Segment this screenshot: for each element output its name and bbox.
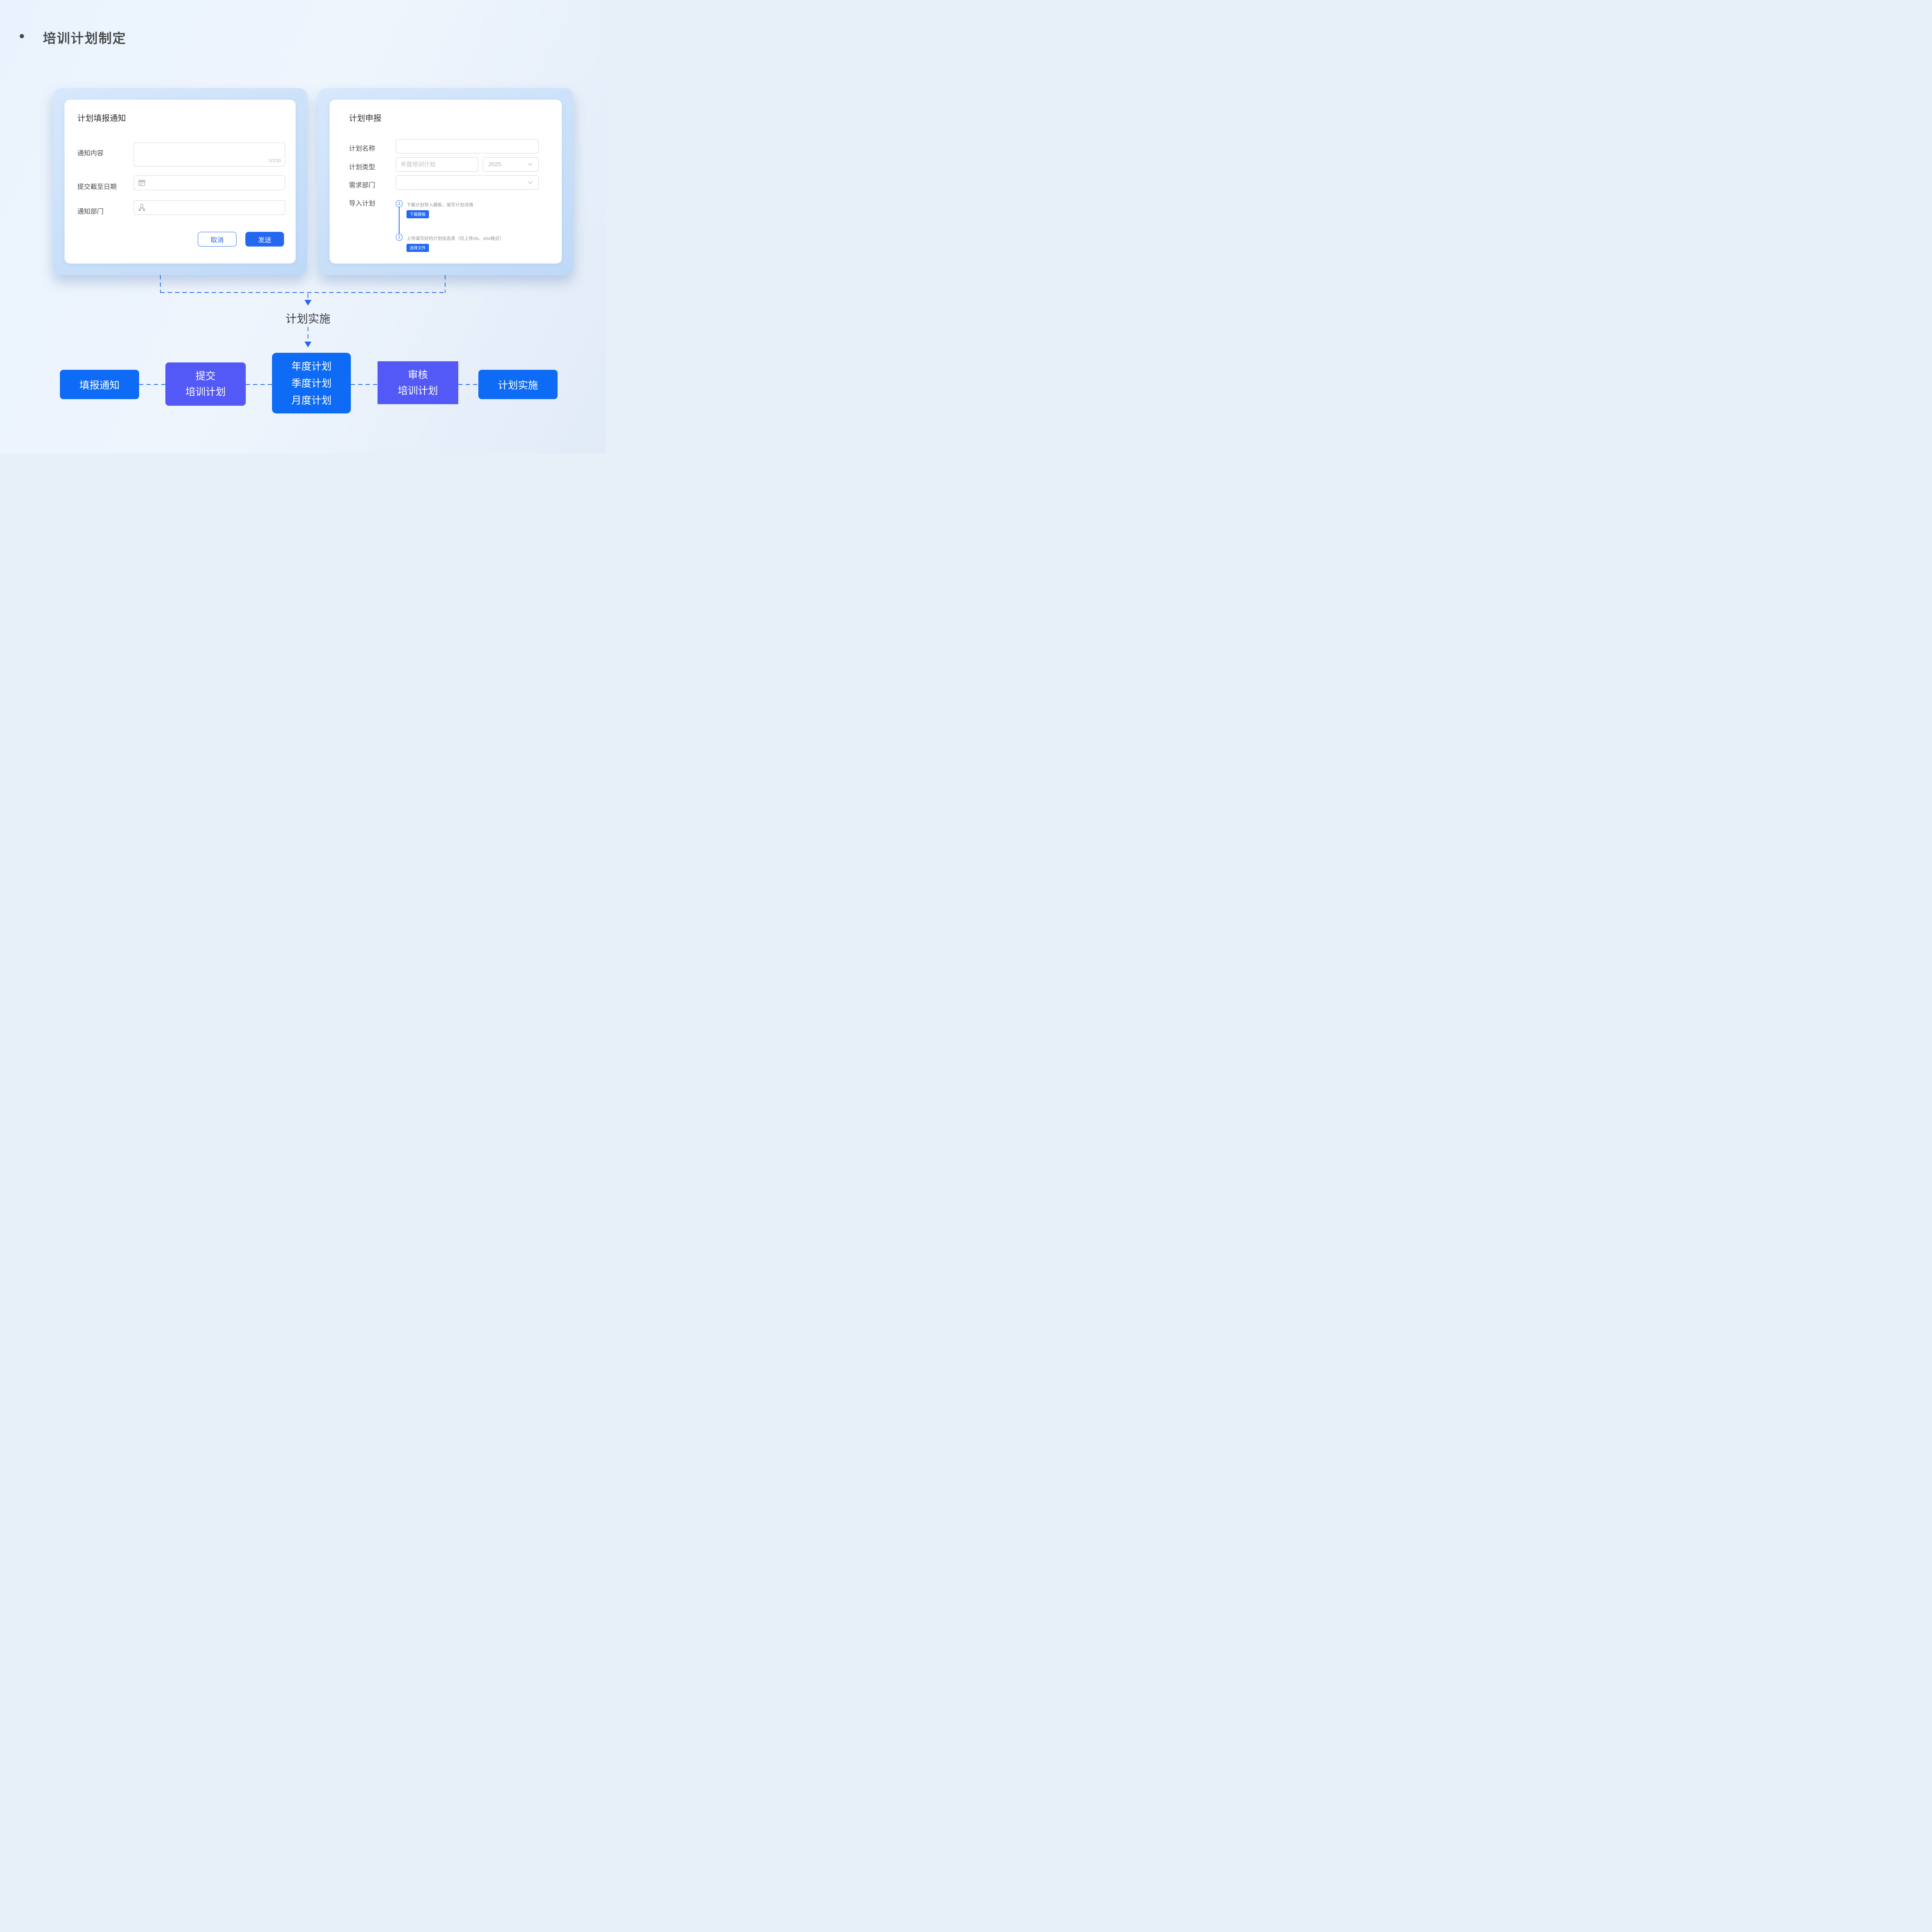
plan-type-input[interactable] [396, 157, 478, 172]
flow-box-line: 季度计划 [291, 377, 332, 389]
deadline-label: 提交截至日期 [77, 183, 117, 190]
send-button[interactable]: 发送 [245, 232, 284, 247]
char-counter: 0/200 [269, 158, 281, 163]
apply-card-title: 计划申报 [349, 114, 381, 123]
flow-box-line: 年度计划 [291, 360, 332, 372]
chevron-down-icon [527, 181, 533, 184]
notice-dept-field [134, 200, 285, 215]
step-1-text: 下载计划导入模板，填写计划详情 [406, 203, 473, 207]
flow-box-implement: 计划实施 [478, 370, 558, 399]
choose-file-button[interactable]: 选择文件 [406, 244, 429, 252]
step-connector-line [399, 207, 400, 234]
apply-card: 计划申报 计划名称 计划类型 2025 需求部门 导入计划 1 下载计划导入模板… [318, 88, 573, 275]
notice-content-field: 0/200 [134, 143, 285, 167]
plan-type-label: 计划类型 [349, 163, 375, 171]
bullet-icon [20, 34, 24, 38]
download-template-button[interactable]: 下载模板 [406, 210, 429, 218]
chevron-down-icon [527, 163, 533, 166]
apply-card-panel: 计划申报 计划名称 计划类型 2025 需求部门 导入计划 1 下载计划导入模板… [330, 100, 562, 264]
flow-box-line: 填报通知 [79, 379, 120, 391]
arrow-down-icon [304, 342, 311, 347]
flow-box-line: 培训计划 [398, 384, 438, 396]
notice-card-title: 计划填报通知 [77, 114, 126, 123]
notice-content-textarea[interactable] [134, 143, 285, 167]
cancel-button[interactable]: 取消 [198, 232, 236, 247]
demand-dept-label: 需求部门 [349, 182, 375, 189]
flow-box-line: 计划实施 [498, 379, 538, 391]
step-1-badge: 1 [396, 200, 403, 207]
step-2-badge: 2 [396, 234, 403, 241]
notice-dept-label: 通知部门 [77, 208, 104, 215]
flow-box-line: 审核 [408, 369, 428, 381]
notice-card: 计划填报通知 通知内容 0/200 提交截至日期 [53, 88, 307, 275]
flow-box-plan-types: 年度计划 季度计划 月度计划 [272, 353, 351, 413]
slide-canvas: 培训计划制定 计划填报通知 通知内容 0/200 提交截至日期 [0, 0, 606, 453]
step-2-text: 上传填写好的计划信息表（仅上传xls、xlsx格式） [406, 236, 504, 241]
notice-dept-input[interactable] [134, 200, 285, 215]
arrow-down-icon [304, 300, 311, 306]
deadline-field [134, 175, 285, 190]
notice-content-label: 通知内容 [77, 150, 104, 157]
flow-box-line: 培训计划 [185, 386, 226, 398]
flow-box-line: 提交 [195, 370, 216, 382]
year-select-value: 2025 [488, 161, 502, 168]
deadline-input[interactable] [134, 175, 285, 190]
year-select[interactable]: 2025 [483, 157, 539, 172]
flow-box-review-plan: 审核 培训计划 [378, 361, 458, 404]
notice-card-panel: 计划填报通知 通知内容 0/200 提交截至日期 [65, 100, 296, 264]
plan-name-label: 计划名称 [349, 145, 375, 152]
flow-box-submit-plan: 提交 培训计划 [165, 362, 246, 406]
demand-dept-select[interactable] [396, 175, 539, 190]
flow-box-notice: 填报通知 [60, 370, 139, 399]
plan-name-input[interactable] [396, 139, 539, 153]
import-plan-label: 导入计划 [349, 200, 375, 207]
page-title: 培训计划制定 [43, 31, 126, 46]
flow-box-line: 月度计划 [291, 394, 332, 406]
mid-flow-label: 计划实施 [285, 313, 330, 325]
